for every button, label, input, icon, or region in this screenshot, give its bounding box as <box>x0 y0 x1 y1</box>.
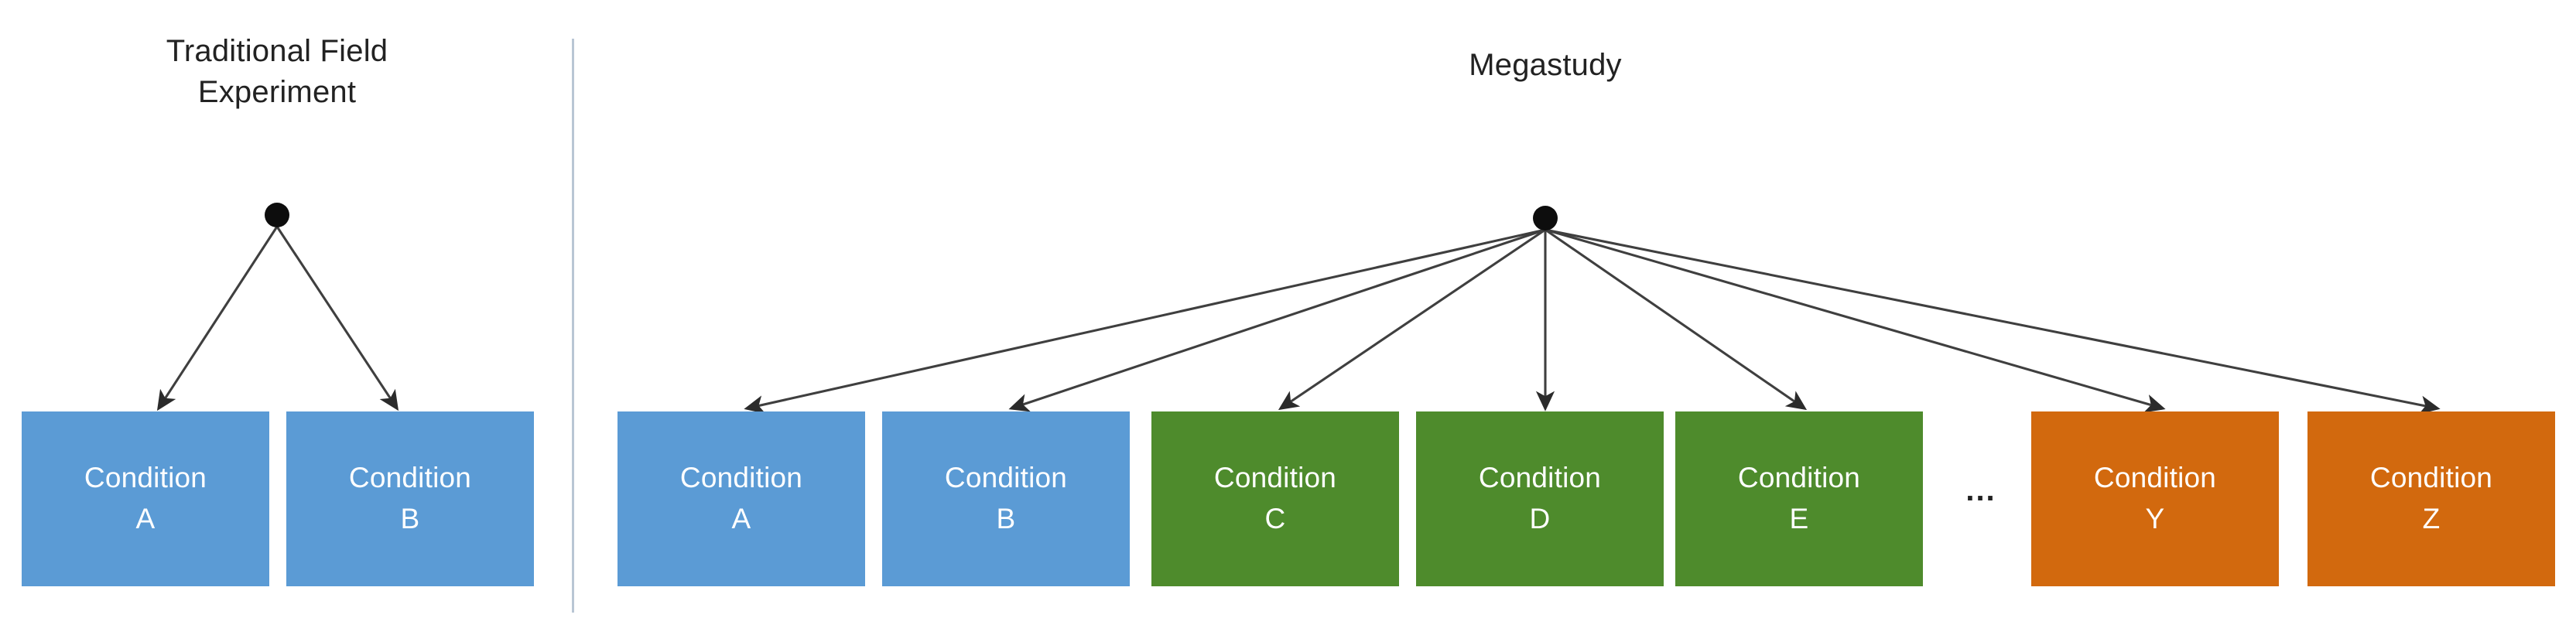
condition-word: Condition <box>679 462 803 494</box>
arrow-megastudy-to-e <box>1545 228 1808 411</box>
edges-traditional <box>156 226 399 411</box>
root-node-megastudy <box>1533 206 1558 230</box>
arrow-traditional-to-a <box>156 226 279 411</box>
edges-megastudy <box>744 228 2441 415</box>
panel-divider <box>572 39 574 613</box>
condition-word: Condition <box>944 462 1068 494</box>
condition-letter: B <box>996 503 1016 534</box>
panel-title-traditional: Traditional Field Experiment <box>166 34 388 109</box>
arrow-megastudy-to-b <box>1008 228 1546 412</box>
condition-word: Condition <box>348 462 472 494</box>
condition-letter: E <box>1789 503 1809 534</box>
condition-word: Condition <box>1478 462 1602 494</box>
arrow-megastudy-to-a <box>744 228 1546 414</box>
arrow-megastudy-to-y <box>1545 228 2166 413</box>
condition-word: Condition <box>2369 462 2493 494</box>
condition-word: Condition <box>2093 462 2217 494</box>
condition-word: Condition <box>1737 462 1861 494</box>
condition-word: Condition <box>1213 462 1337 494</box>
ellipsis-label: ... <box>1965 473 1996 507</box>
condition-letter: D <box>1529 503 1551 534</box>
condition-letter: B <box>400 503 420 534</box>
arrow-megastudy-to-c <box>1278 228 1546 411</box>
root-node-traditional <box>265 203 289 227</box>
condition-letter: A <box>731 503 751 534</box>
condition-letter: Z <box>2422 503 2441 534</box>
arrow-traditional-to-b <box>275 226 399 411</box>
condition-letter: C <box>1264 503 1286 534</box>
condition-word: Condition <box>84 462 207 494</box>
arrow-megastudy-to-z <box>1545 228 2441 415</box>
condition-letter: A <box>135 503 156 534</box>
panel-title-megastudy: Megastudy <box>1469 48 1622 82</box>
condition-letter: Y <box>2145 503 2165 534</box>
